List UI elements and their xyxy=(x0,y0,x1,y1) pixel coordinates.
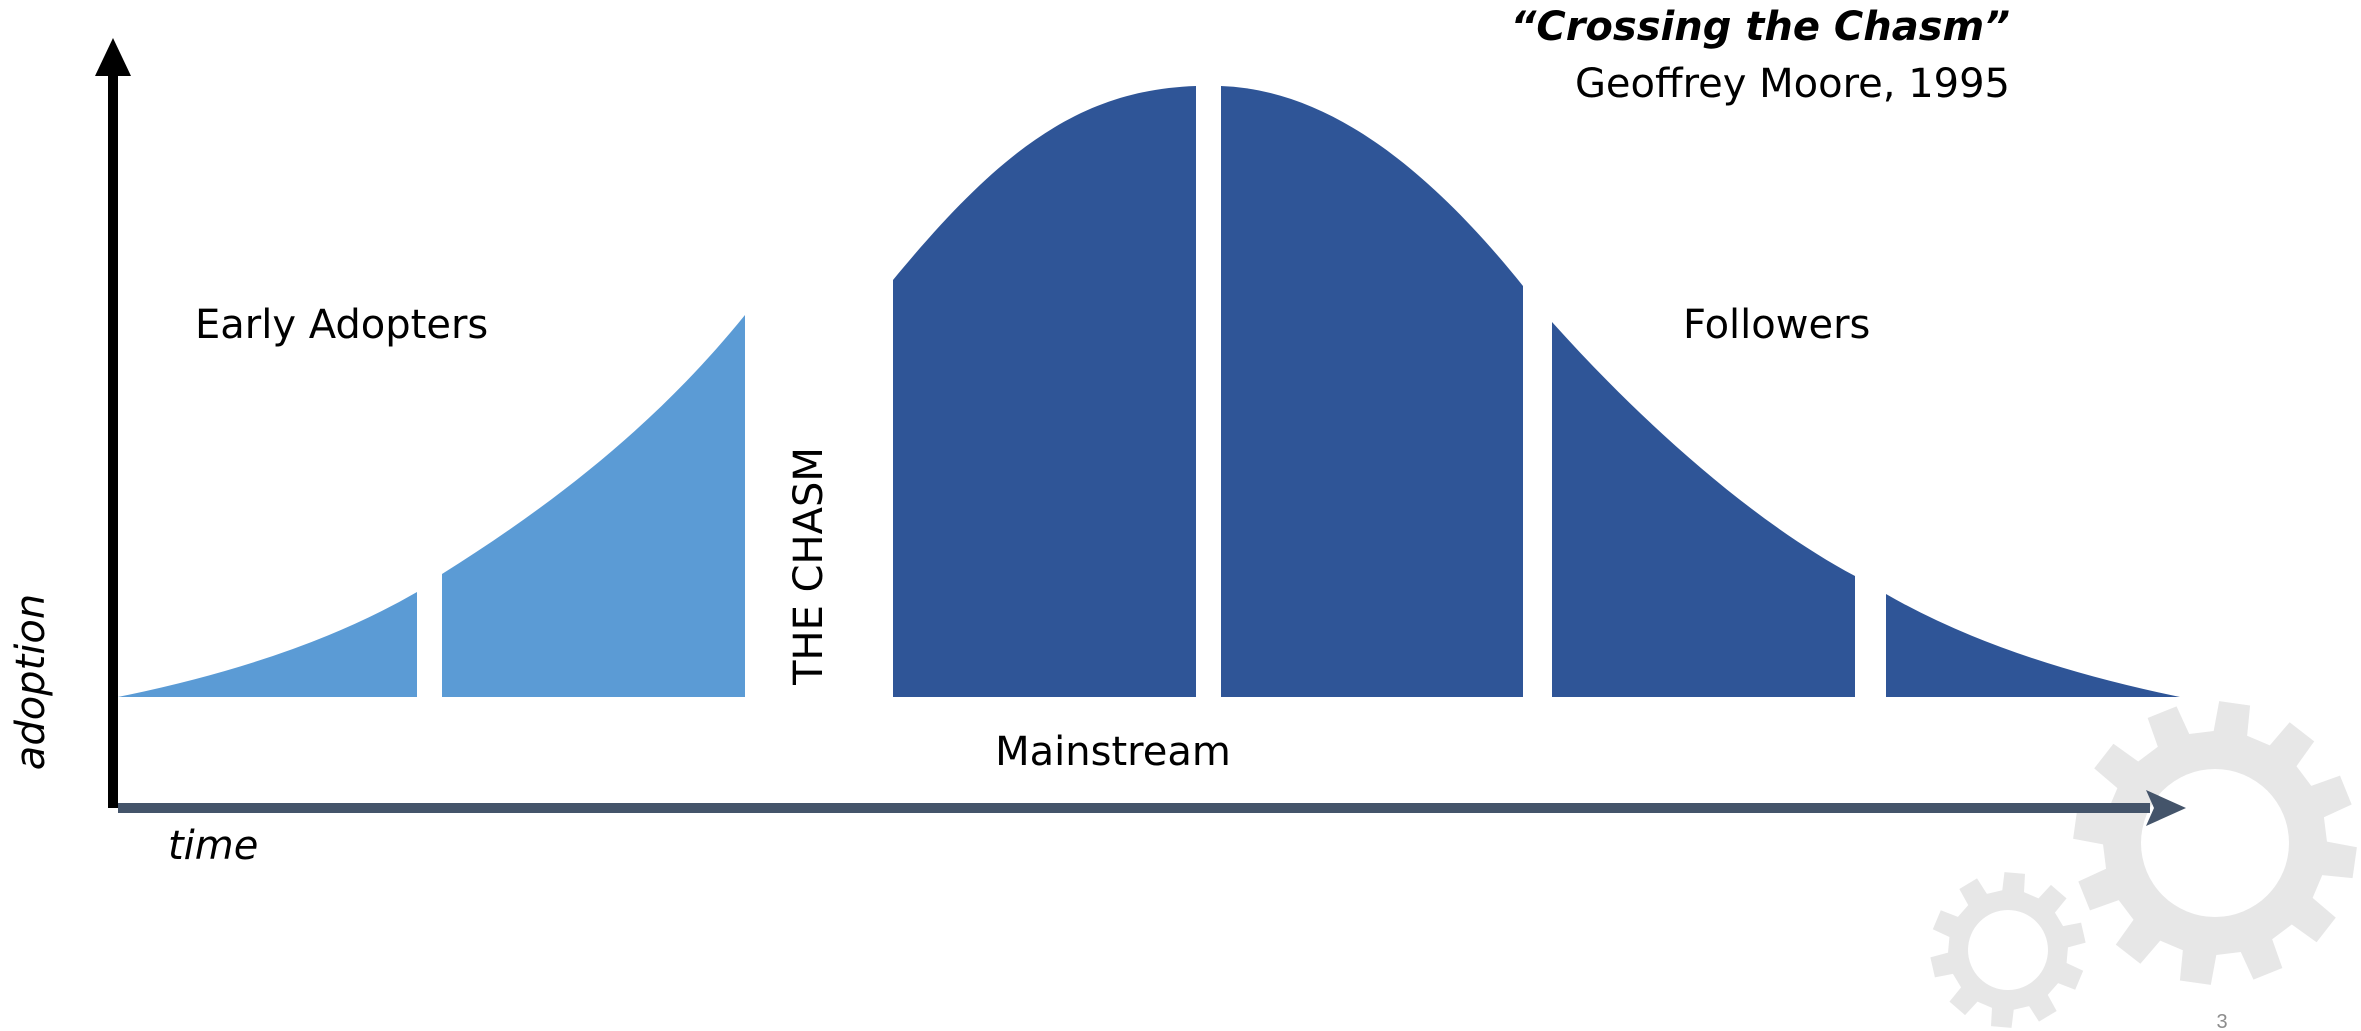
chasm-label: THE CHASM xyxy=(786,447,832,686)
early-adopters-segment-2 xyxy=(442,315,745,697)
mainstream-label: Mainstream xyxy=(995,729,1231,775)
gear-icon xyxy=(1930,872,2086,1028)
followers-segment-1 xyxy=(1552,322,1855,697)
mainstream-segment-2 xyxy=(1221,86,1523,697)
gear-icon xyxy=(2073,701,2357,985)
early-adopters-label: Early Adopters xyxy=(195,302,488,348)
followers-segment-2 xyxy=(1886,594,2180,697)
x-axis-label: time xyxy=(168,823,258,869)
y-axis-arrowhead xyxy=(95,38,131,76)
x-axis-arrowhead xyxy=(2146,790,2186,826)
mainstream-segment-1 xyxy=(893,86,1196,697)
slide-number: 3 xyxy=(2216,1011,2227,1031)
early-adopters-segment-1 xyxy=(118,592,417,697)
y-axis-label: adoption xyxy=(8,594,54,770)
followers-label: Followers xyxy=(1683,302,1870,348)
title-attribution: Geoffrey Moore, 1995 xyxy=(1575,61,2010,107)
title-quote: “Crossing the Chasm” xyxy=(1511,4,2010,50)
